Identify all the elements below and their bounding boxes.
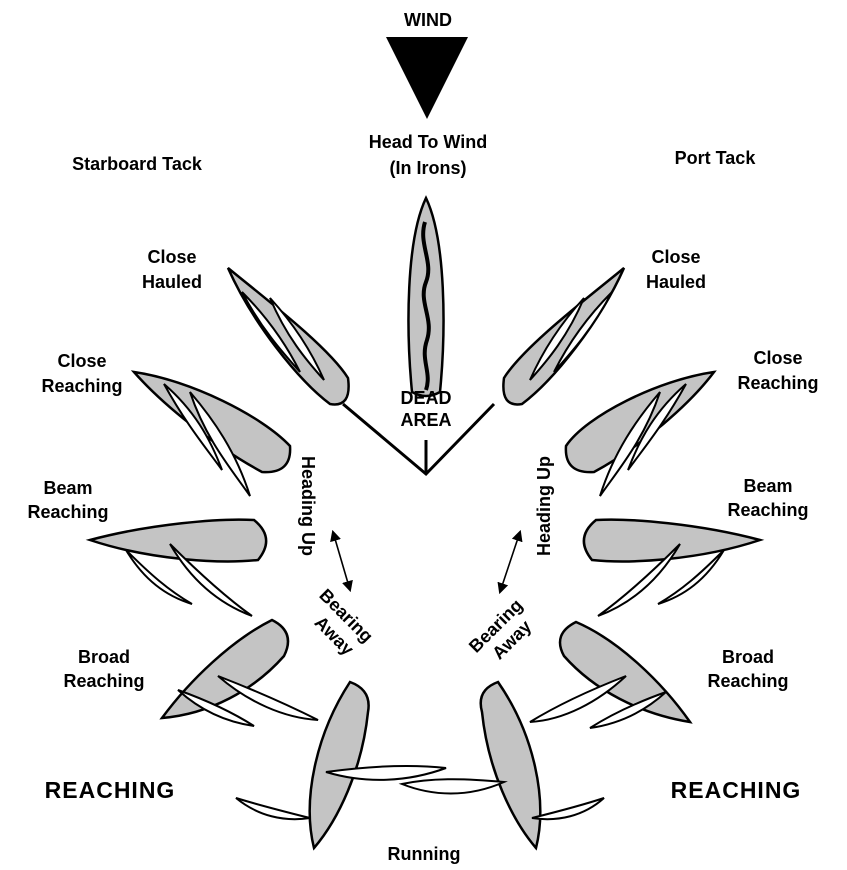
close-reaching-label-starboard-2: Reaching xyxy=(41,376,122,396)
reaching-label-starboard: REACHING xyxy=(45,777,176,803)
reaching-label-port: REACHING xyxy=(671,777,802,803)
sailboat-icon xyxy=(159,618,319,727)
heading-up-label-port: Heading Up xyxy=(534,456,554,556)
dead-area-label-2: AREA xyxy=(400,410,451,430)
close-reaching-label-starboard: Close xyxy=(57,351,106,371)
steering-arrow-port xyxy=(497,529,523,595)
broad-reaching-label-starboard-2: Reaching xyxy=(63,671,144,691)
dead-area-label: DEAD xyxy=(400,388,451,408)
sailboat-icon xyxy=(398,680,605,851)
sailboat-icon xyxy=(85,518,268,617)
sailboat-icon xyxy=(502,267,626,406)
starboard-tack-label: Starboard Tack xyxy=(72,154,203,174)
beam-reaching-label-port-2: Reaching xyxy=(727,500,808,520)
close-reaching-label-port: Close xyxy=(753,348,802,368)
wind-arrow-icon xyxy=(386,37,468,119)
close-hauled-label-starboard-2: Hauled xyxy=(142,272,202,292)
sailboat-icon xyxy=(235,680,447,851)
sailboat-icon xyxy=(564,370,717,497)
in-irons-label: (In Irons) xyxy=(390,158,467,178)
sailboat-icon xyxy=(226,267,350,406)
broad-reaching-label-port-2: Reaching xyxy=(707,671,788,691)
broad-reaching-label-starboard: Broad xyxy=(78,647,130,667)
close-reaching-label-port-2: Reaching xyxy=(737,373,818,393)
sailboat-icon xyxy=(407,195,445,398)
beam-reaching-label-port: Beam xyxy=(743,476,792,496)
port-tack-label: Port Tack xyxy=(675,148,757,168)
sailboat-icon xyxy=(529,620,693,729)
sailboat-icon xyxy=(582,518,765,617)
beam-reaching-label-starboard-2: Reaching xyxy=(27,502,108,522)
heading-up-label-starboard: Heading Up xyxy=(298,456,318,556)
running-label: Running xyxy=(388,844,461,864)
broad-reaching-label-port: Broad xyxy=(722,647,774,667)
steering-arrow-starboard xyxy=(330,529,353,593)
close-hauled-label-port: Close xyxy=(651,247,700,267)
close-hauled-label-starboard: Close xyxy=(147,247,196,267)
sailboat-icon xyxy=(130,370,292,497)
head-to-wind-label: Head To Wind xyxy=(369,132,488,152)
wind-label: WIND xyxy=(404,10,452,30)
close-hauled-label-port-2: Hauled xyxy=(646,272,706,292)
beam-reaching-label-starboard: Beam xyxy=(43,478,92,498)
